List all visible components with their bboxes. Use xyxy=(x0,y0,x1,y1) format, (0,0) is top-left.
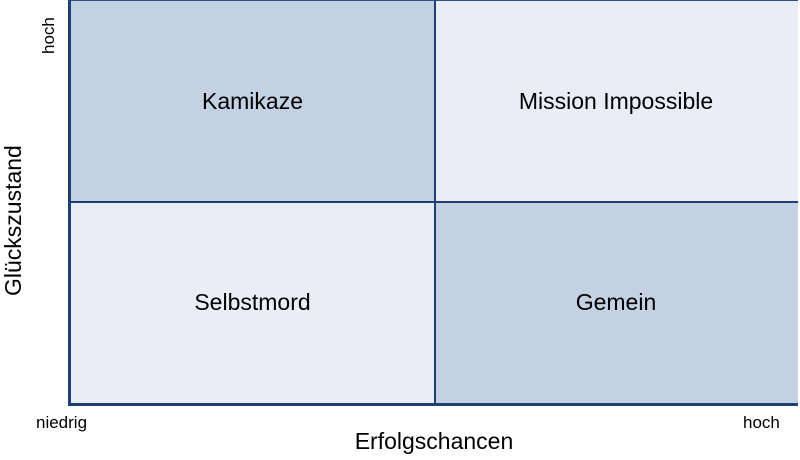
quadrant-label-mission-impossible: Mission Impossible xyxy=(518,88,714,114)
quadrant-label-selbstmord: Selbstmord xyxy=(194,289,311,315)
quadrant-label-gemein: Gemein xyxy=(575,289,657,315)
quadrant-label-kamikaze: Kamikaze xyxy=(202,88,303,114)
x-axis-high-tick: hoch xyxy=(743,413,780,432)
y-axis-high-tick: hoch xyxy=(39,17,58,54)
quadrant-top-right: Mission Impossible xyxy=(434,1,798,202)
horizontal-divider xyxy=(71,201,798,203)
quadrant-bottom-right: Gemein xyxy=(434,202,798,403)
x-axis-low-tick: niedrig xyxy=(36,413,88,432)
quadrant-bottom-left: Selbstmord xyxy=(71,202,434,403)
quadrant-matrix: Kamikaze Mission Impossible Selbstmord G… xyxy=(68,0,798,406)
x-axis-label: Erfolgschancen xyxy=(354,428,514,454)
y-axis-label: Glückszustand xyxy=(0,145,26,296)
quadrant-top-left: Kamikaze xyxy=(71,1,434,202)
